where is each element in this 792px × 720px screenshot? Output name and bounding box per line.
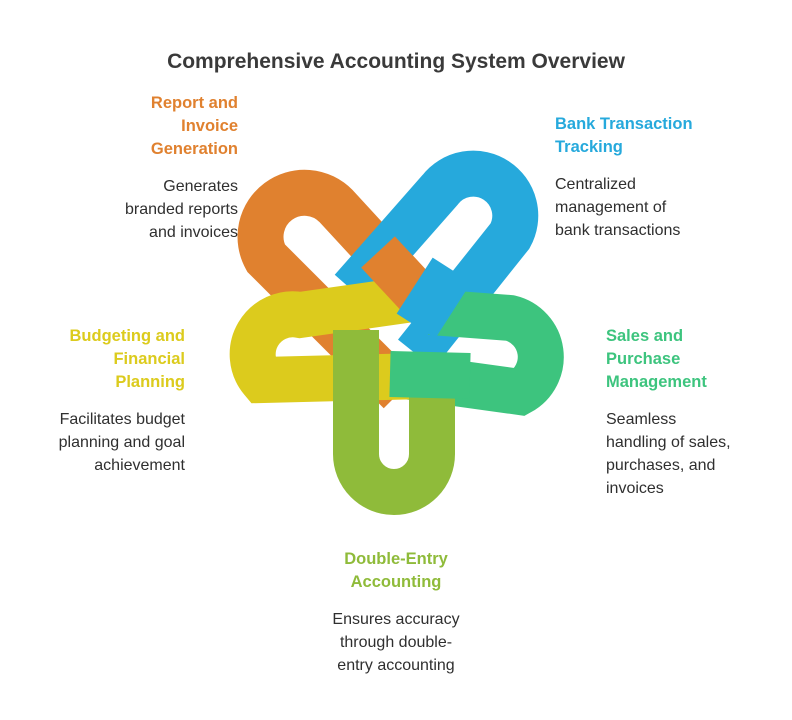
report-invoice-block: Report and Invoice Generation Generates … — [60, 92, 238, 244]
title-line: Bank Transaction — [555, 115, 693, 133]
bank-transaction-block: Bank Transaction Tracking Centralized ma… — [555, 113, 755, 242]
title-line: Purchase — [606, 350, 681, 368]
desc-line: invoices — [606, 480, 664, 497]
desc-line: achievement — [94, 457, 185, 474]
bank-transaction-description: Centralized management of bank transacti… — [555, 173, 755, 242]
sales-purchase-title: Sales and Purchase Management — [606, 325, 786, 394]
desc-line: management of — [555, 199, 667, 216]
title-line: Generation — [150, 140, 238, 158]
desc-line: through double- — [339, 634, 453, 651]
budgeting-description: Facilitates budget planning and goal ach… — [20, 408, 185, 477]
title-line: Budgeting and — [69, 327, 185, 345]
budgeting-block: Budgeting and Financial Planning Facilit… — [20, 325, 185, 477]
title-line: Accounting — [350, 573, 442, 591]
blue-overlap — [396, 257, 472, 339]
report-invoice-title: Report and Invoice Generation — [60, 92, 238, 161]
yellow-loop — [229, 275, 425, 404]
desc-line: planning and goal — [58, 434, 185, 451]
orange-loop — [237, 169, 447, 409]
title-line: Management — [606, 373, 707, 391]
title-line: Sales and — [606, 327, 684, 345]
desc-line: Generates — [163, 178, 238, 195]
desc-line: and invoices — [149, 224, 238, 241]
report-invoice-description: Generates branded reports and invoices — [60, 175, 238, 244]
sales-purchase-description: Seamless handling of sales, purchases, a… — [606, 408, 786, 500]
interlocking-knot-graphic — [229, 150, 564, 515]
desc-line: entry accounting — [337, 657, 455, 674]
green-overlap — [389, 351, 471, 399]
green-loop — [386, 289, 564, 416]
title-line: Invoice — [181, 117, 238, 135]
title-line: Tracking — [555, 138, 623, 156]
desc-line: purchases, and — [606, 457, 716, 474]
lime-loop — [333, 330, 455, 515]
sales-purchase-block: Sales and Purchase Management Seamless h… — [606, 325, 786, 500]
title-line: Double-Entry — [344, 550, 448, 568]
title-line: Financial — [113, 350, 185, 368]
title-line: Planning — [115, 373, 185, 391]
page-title: Comprehensive Accounting System Overview — [167, 50, 625, 73]
desc-line: Centralized — [555, 176, 636, 193]
desc-line: handling of sales, — [606, 434, 731, 451]
desc-line: Seamless — [606, 411, 677, 428]
double-entry-title: Double-Entry Accounting — [296, 548, 496, 594]
desc-line: Ensures accuracy — [332, 611, 460, 628]
desc-line: Facilitates budget — [59, 411, 185, 428]
blue-loop — [334, 150, 539, 369]
budgeting-title: Budgeting and Financial Planning — [20, 325, 185, 394]
double-entry-description: Ensures accuracy through double- entry a… — [296, 608, 496, 677]
desc-line: bank transactions — [555, 222, 681, 239]
bank-transaction-title: Bank Transaction Tracking — [555, 113, 755, 159]
double-entry-block: Double-Entry Accounting Ensures accuracy… — [296, 548, 496, 677]
desc-line: branded reports — [125, 201, 238, 218]
title-line: Report and — [150, 94, 238, 112]
